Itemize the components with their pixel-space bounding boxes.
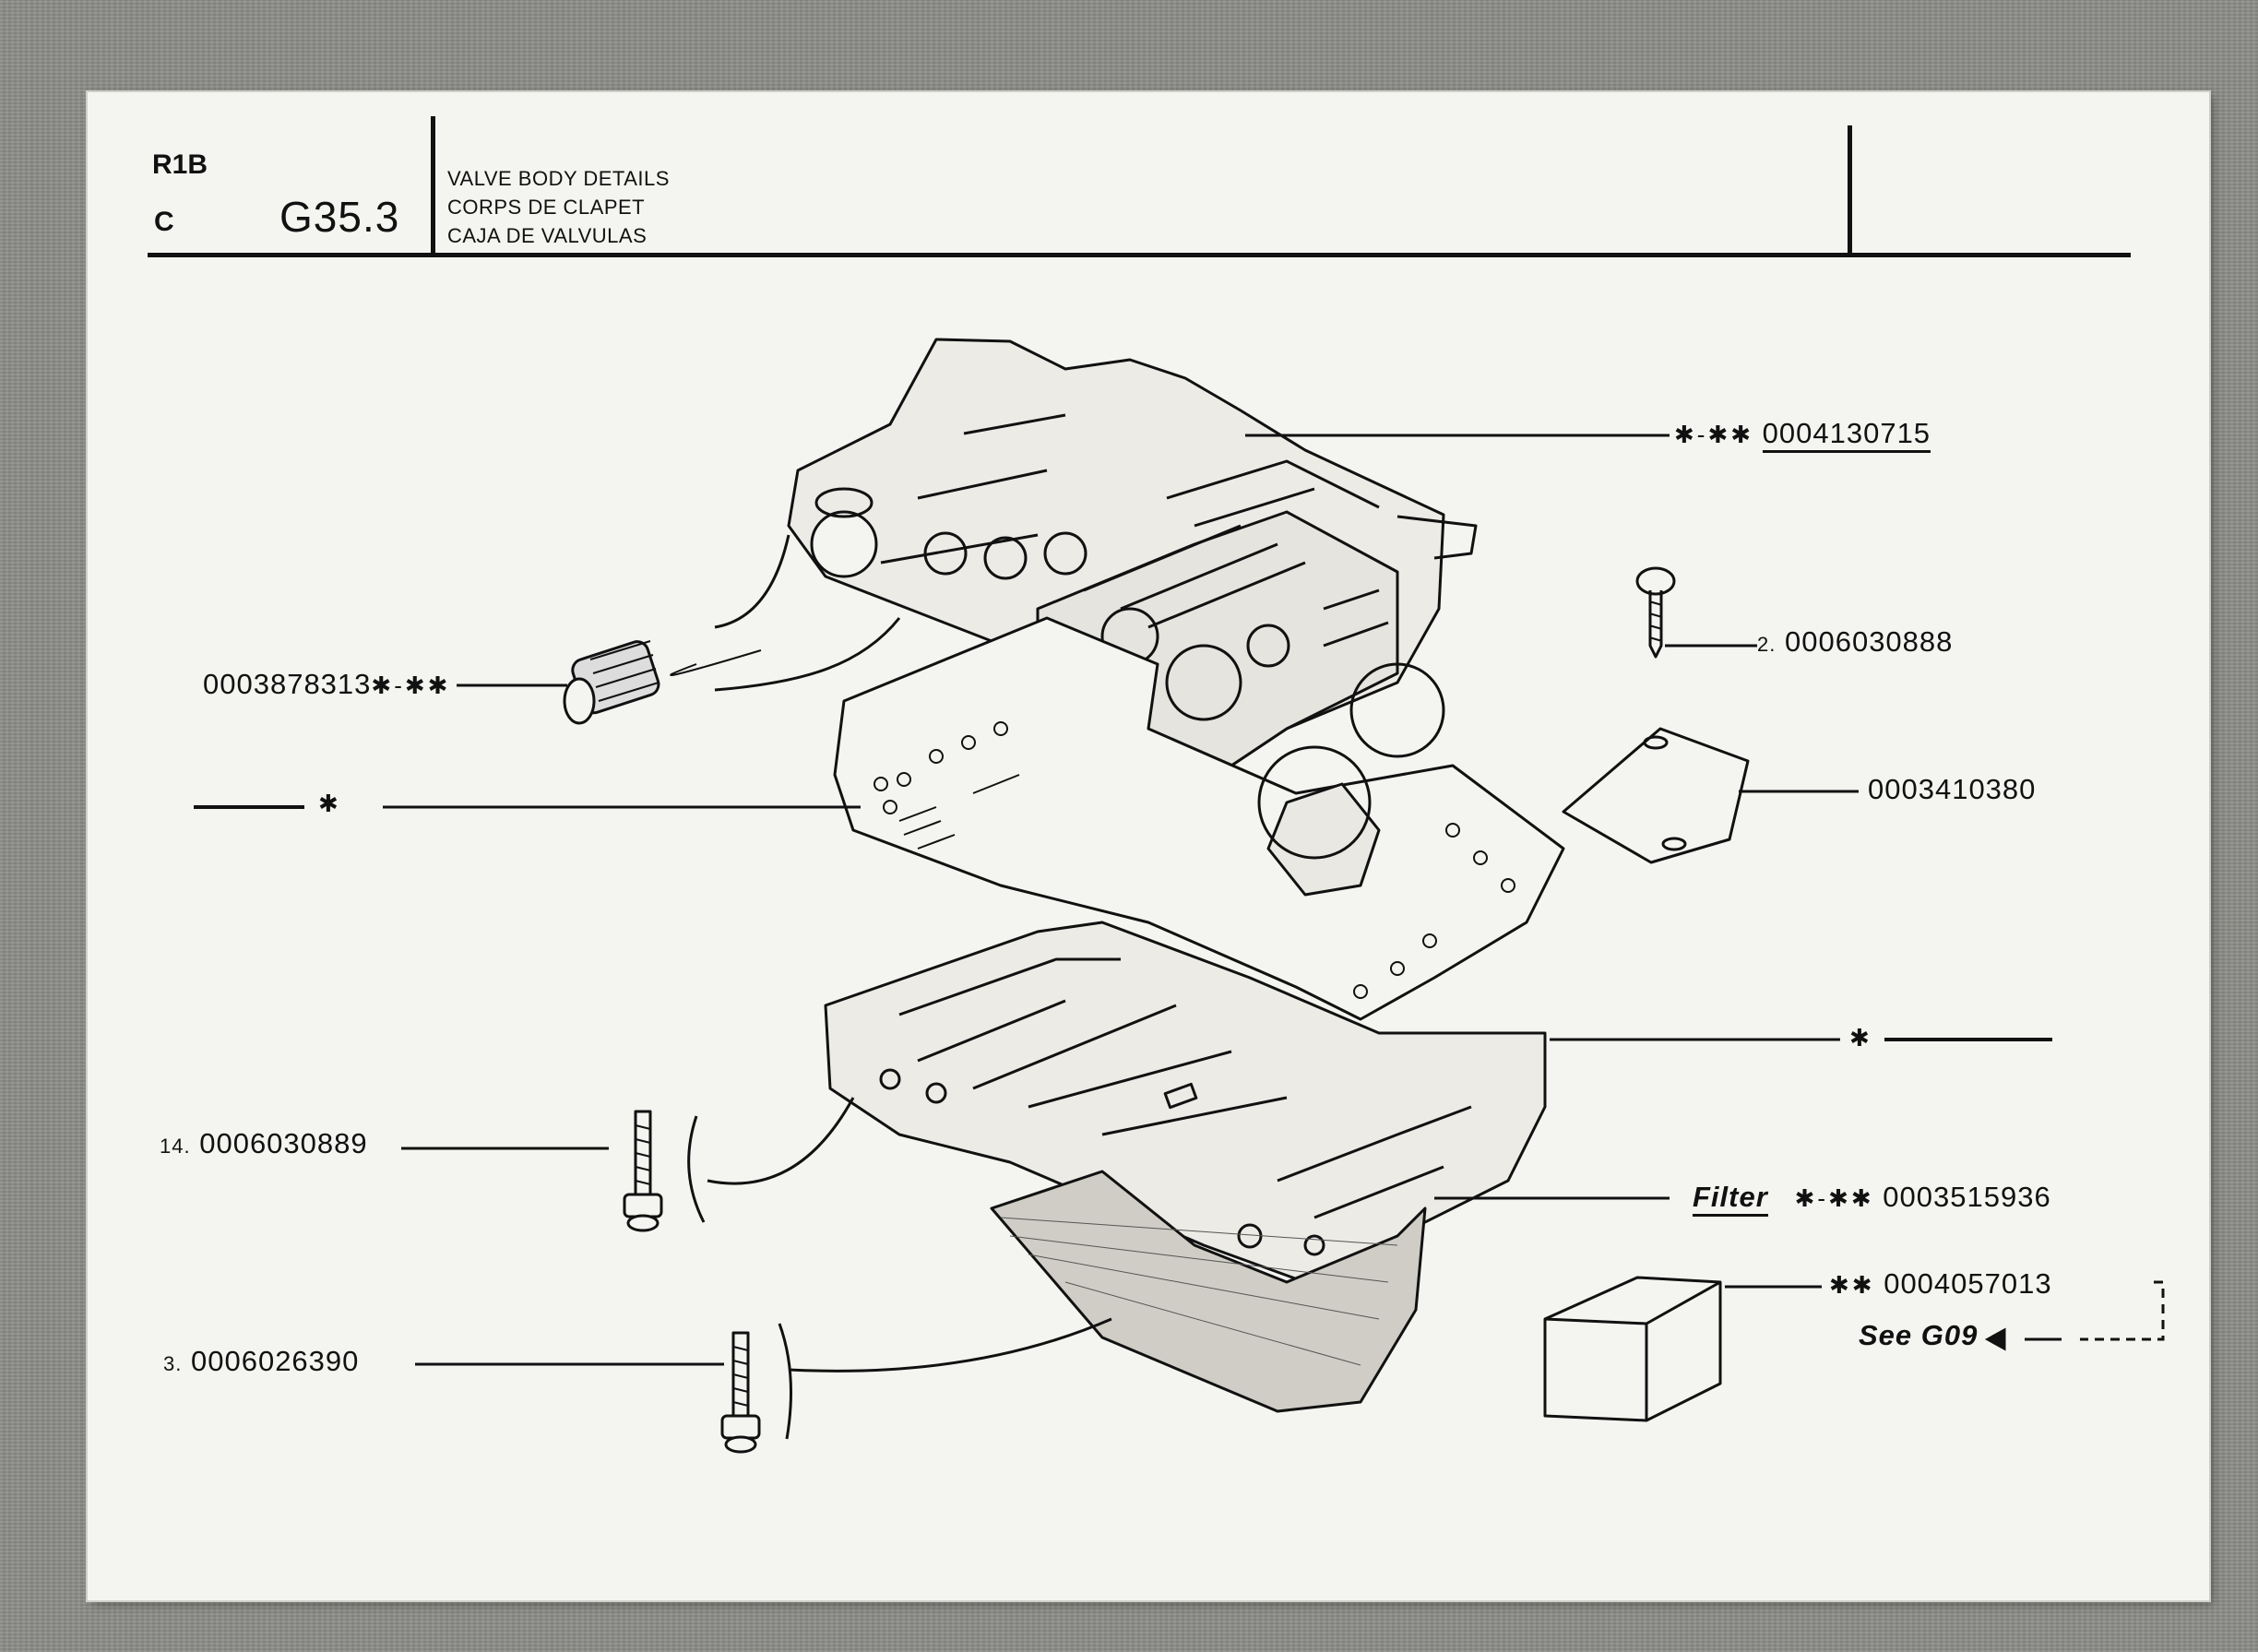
see-ref-bracket xyxy=(2080,1280,2165,1341)
separator-gasket-drawing xyxy=(833,616,1565,1021)
see-reference: See G09 xyxy=(1859,1319,1979,1351)
callout-cover-plate: 0003410380 xyxy=(1868,773,2036,806)
bolt-14-drawing xyxy=(623,1097,855,1232)
variant-code: C xyxy=(154,207,174,237)
callout-strainer: 0003878313✱-✱✱ xyxy=(203,668,450,701)
quantity: 3. xyxy=(163,1352,183,1375)
part-number: 0003878313 xyxy=(203,668,372,700)
valve-body-exploded-drawing xyxy=(194,338,2165,1454)
small-screw-drawing xyxy=(1635,566,1676,659)
part-number: 0006030889 xyxy=(199,1127,368,1159)
filter-word: Filter xyxy=(1693,1181,1768,1217)
callout-bolt-3: 3. 0006026390 xyxy=(163,1345,359,1378)
leader-lines xyxy=(194,434,2165,1366)
bolt-3-drawing xyxy=(720,1317,1112,1454)
filter-drawing xyxy=(990,1170,1427,1413)
part-number: 0003515936 xyxy=(1883,1181,2051,1213)
callout-marker: ✱ xyxy=(318,790,341,817)
strainer-drawing xyxy=(563,534,901,725)
callout-valve-body: ✱-✱✱ 0004130715 xyxy=(1674,417,1931,453)
page-reference: G35.3 xyxy=(279,193,400,241)
valve-body-drawing xyxy=(787,338,1478,767)
gasket-kit-box-drawing xyxy=(1543,1276,1722,1422)
callout-filter: Filter ✱-✱✱ 0003515936 xyxy=(1693,1181,2051,1217)
callout-bolt-14: 14. 0006030889 xyxy=(160,1127,368,1160)
header-divider-right xyxy=(1848,125,1852,255)
title-english: VALVE BODY DETAILS xyxy=(447,167,670,190)
callout-marker: ✱ xyxy=(1849,1024,1872,1052)
callout-separator-gasket: ✱ xyxy=(318,786,341,819)
part-number: 0004130715 xyxy=(1762,417,1931,453)
cover-plate-drawing xyxy=(1562,727,1750,864)
parts-sheet: R1B C G35.3 VALVE BODY DETAILS CORPS DE … xyxy=(88,92,2209,1600)
part-number: 0003410380 xyxy=(1868,773,2037,805)
header-divider-left xyxy=(431,116,435,255)
callout-marker: ✱-✱✱ xyxy=(1674,421,1754,448)
part-number: 0006030888 xyxy=(1784,625,1954,658)
part-number: 0004057013 xyxy=(1884,1267,2052,1300)
callout-marker: ✱-✱✱ xyxy=(1794,1184,1874,1212)
see-ref-arrow xyxy=(1984,1327,2062,1351)
quantity: 2. xyxy=(1757,633,1777,656)
lower-valve-body-drawing xyxy=(824,921,1547,1284)
part-number: 0006026390 xyxy=(190,1345,360,1377)
callout-lower-gasket: ✱ xyxy=(1849,1020,1872,1053)
header-rule xyxy=(148,253,2131,257)
title-spanish: CAJA DE VALVULAS xyxy=(447,224,648,247)
callout-marker: ✱-✱✱ xyxy=(371,671,451,699)
quantity: 14. xyxy=(160,1135,191,1158)
title-french: CORPS DE CLAPET xyxy=(447,196,646,219)
model-code: R1B xyxy=(152,149,208,180)
callout-small-screw: 2. 0006030888 xyxy=(1757,625,1953,659)
callout-marker: ✱✱ xyxy=(1829,1271,1875,1299)
callout-gasket-kit: ✱✱ 0004057013 xyxy=(1829,1267,2052,1301)
section-title: VALVE BODY DETAILS CORPS DE CLAPET CAJA … xyxy=(447,164,670,250)
